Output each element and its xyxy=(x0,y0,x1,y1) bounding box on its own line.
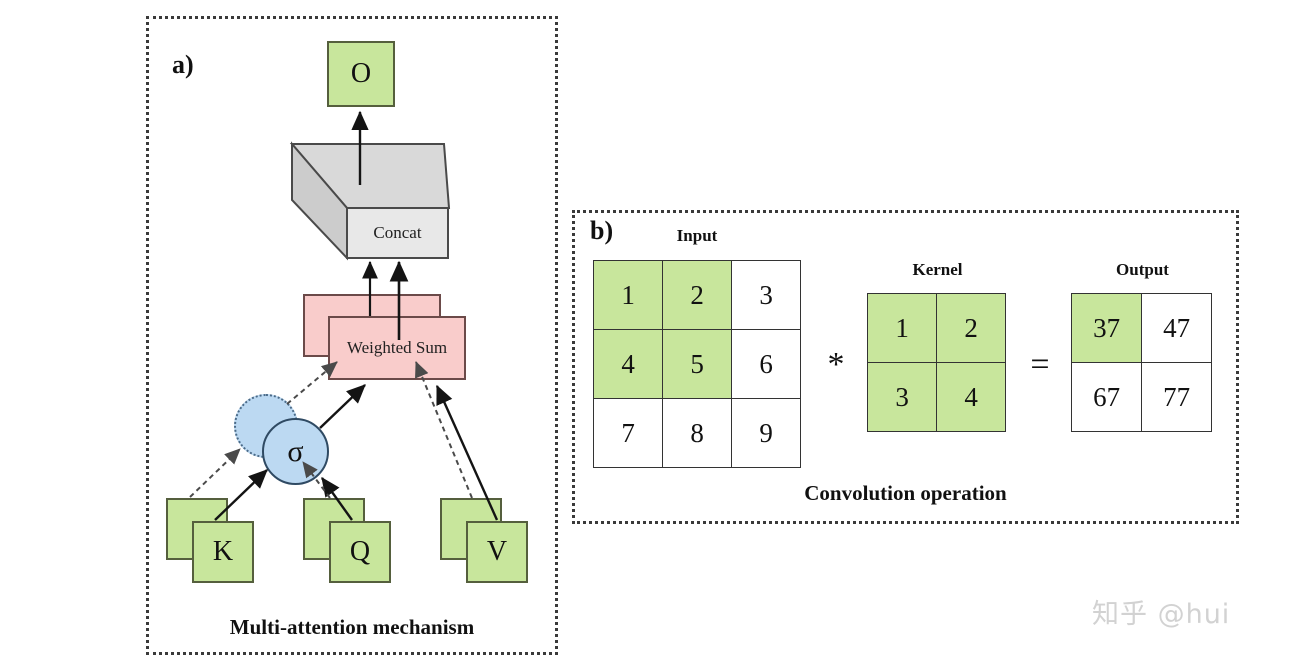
input-k-box: K xyxy=(192,521,254,583)
conv-operator: * xyxy=(827,346,845,383)
input-matrix-cell: 7 xyxy=(593,398,663,468)
panel-a-tag: a) xyxy=(172,50,194,79)
output-matrix-label: Output xyxy=(1116,260,1169,279)
panel-a-border xyxy=(146,16,558,655)
kernel-matrix-cell: 3 xyxy=(867,362,937,432)
input-matrix-label: Input xyxy=(676,226,718,245)
output-box-label: O xyxy=(350,58,372,89)
input-matrix-cell: 6 xyxy=(731,329,801,399)
input-matrix-cell: 4 xyxy=(593,329,663,399)
kernel-matrix-cell: 4 xyxy=(936,362,1006,432)
activation-label: σ xyxy=(287,434,304,468)
input-k-label: K xyxy=(212,536,234,567)
input-v-box: V xyxy=(466,521,528,583)
kernel-matrix-cell: 1 xyxy=(867,293,937,363)
input-matrix-cell: 5 xyxy=(662,329,732,399)
input-q-box: Q xyxy=(329,521,391,583)
input-matrix-cell: 2 xyxy=(662,260,732,330)
input-matrix-cell: 8 xyxy=(662,398,732,468)
kernel-matrix-label: Kernel xyxy=(912,260,963,279)
input-matrix-cell: 1 xyxy=(593,260,663,330)
weighted-sum-label: Weighted Sum xyxy=(346,338,448,357)
input-v-label: V xyxy=(486,536,508,567)
equals-operator: = xyxy=(1030,346,1050,383)
output-matrix-cell: 67 xyxy=(1071,362,1142,432)
output-matrix-cell: 37 xyxy=(1071,293,1142,363)
panel-b-border xyxy=(572,210,1239,524)
concat-box: Concat xyxy=(346,207,449,259)
kernel-matrix-cell: 2 xyxy=(936,293,1006,363)
output-box-o: O xyxy=(327,41,395,107)
watermark: 知乎 @hui xyxy=(1092,599,1231,630)
input-q-label: Q xyxy=(349,536,371,567)
panel-b-tag: b) xyxy=(590,216,614,245)
output-matrix-cell: 77 xyxy=(1141,362,1212,432)
panel-a-caption: Multi-attention mechanism xyxy=(229,615,475,639)
concat-box-label: Concat xyxy=(373,223,422,242)
panel-b-caption: Convolution operation xyxy=(804,481,1007,505)
activation-circle: σ xyxy=(262,418,329,485)
input-matrix-cell: 9 xyxy=(731,398,801,468)
output-matrix-cell: 47 xyxy=(1141,293,1212,363)
weighted-sum-box: Weighted Sum xyxy=(328,316,466,380)
input-matrix-cell: 3 xyxy=(731,260,801,330)
